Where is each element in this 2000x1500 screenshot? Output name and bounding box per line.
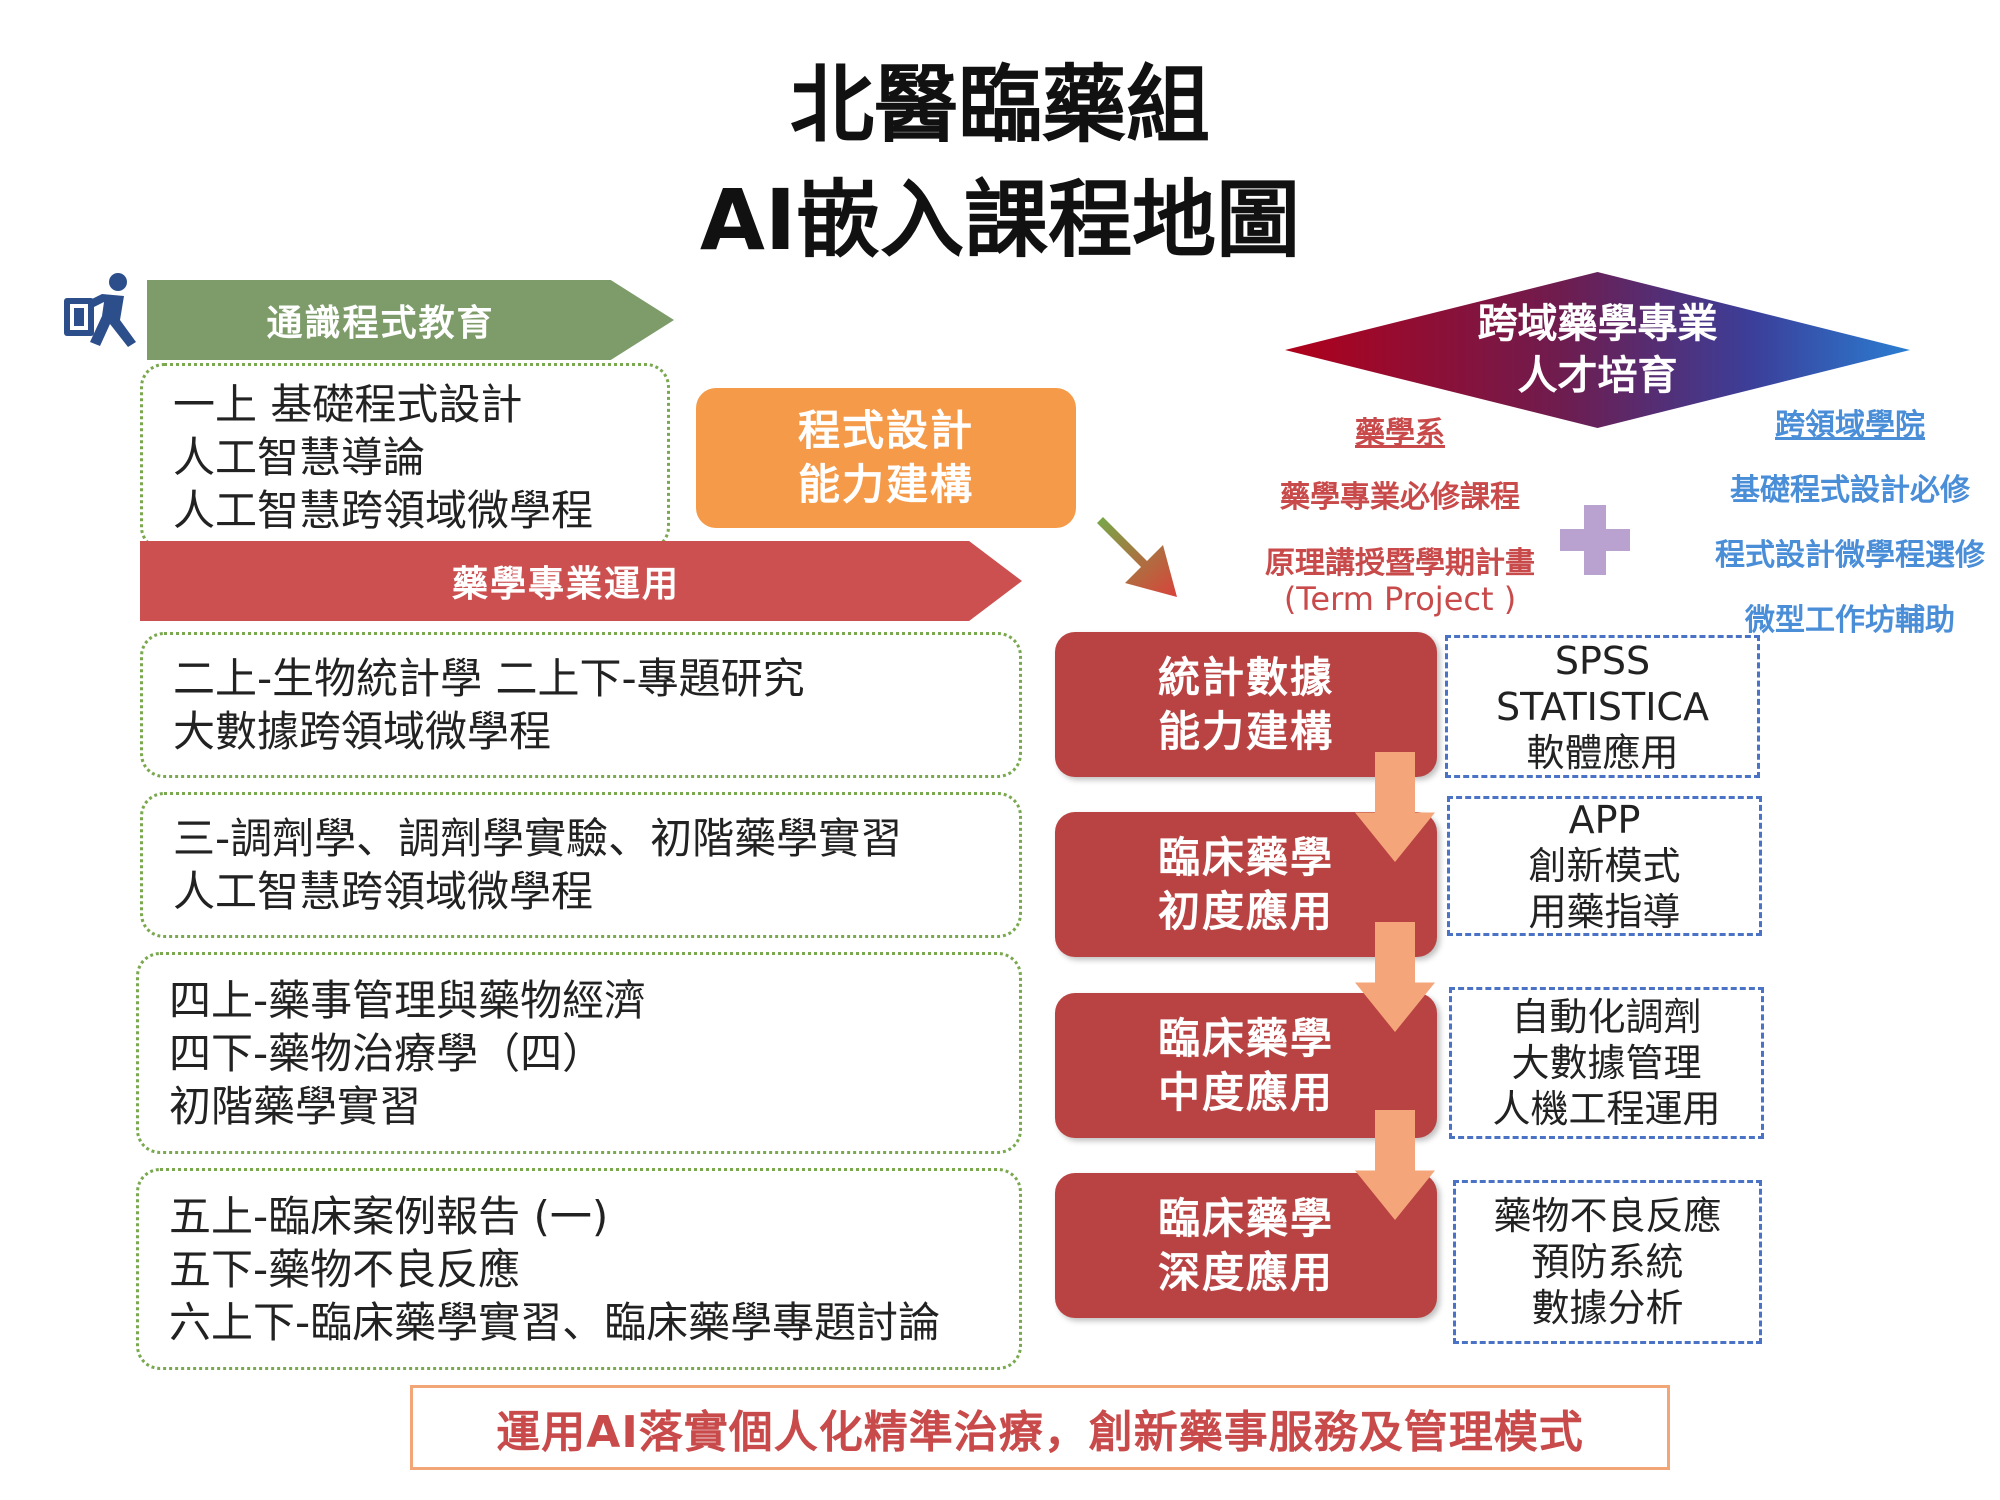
tool-line: 大數據管理: [1511, 1041, 1702, 1085]
stage-line: 初度應用: [1157, 886, 1334, 936]
course-line: 二上-生物統計學 二上下-專題研究: [173, 654, 805, 703]
diamond-line: 人才培育: [1517, 353, 1678, 399]
stage-line: 臨床藥學: [1157, 832, 1334, 882]
stage-box-initial: 臨床藥學 初度應用: [1055, 812, 1437, 957]
tool-line: 軟體應用: [1526, 730, 1679, 775]
title-line-2: AI嵌入課程地圖: [699, 171, 1301, 269]
course-box-year2: 二上-生物統計學 二上下-專題研究 大數據跨領域微學程: [140, 632, 1022, 778]
stage-line: 能力建構: [1157, 706, 1334, 756]
tool-line: 自動化調劑: [1511, 995, 1702, 1039]
course-line: 五上-臨床案例報告 (一): [169, 1191, 609, 1241]
programming-capability-box: 程式設計 能力建構: [696, 388, 1076, 528]
course-box-year1: 一上 基礎程式設計 人工智慧導論 人工智慧跨領域微學程: [140, 363, 670, 551]
tool-line: 創新模式: [1528, 844, 1681, 888]
running-person-icon: [64, 273, 136, 347]
course-line: 四下-藥物治療學（四）: [169, 1028, 605, 1078]
pharmacy-dept-item: 原理講授暨學期計畫: [1265, 546, 1535, 581]
stage-line: 中度應用: [1157, 1067, 1334, 1117]
tool-line: SPSS: [1554, 638, 1651, 683]
course-box-year4: 四上-藥事管理與藥物經濟 四下-藥物治療學（四） 初階藥學實習: [136, 952, 1022, 1154]
pharmacy-dept-item: 藥學專業必修課程: [1280, 480, 1520, 515]
general-education-label: 通識程式教育: [266, 303, 495, 344]
college-item: 基礎程式設計必修: [1730, 473, 1970, 508]
stage-box-intermediate: 臨床藥學 中度應用: [1055, 993, 1437, 1138]
stage-box-advanced: 臨床藥學 深度應用: [1055, 1173, 1437, 1318]
college-heading: 跨領域學院: [1775, 408, 1925, 443]
general-education-banner: 通識程式教育: [147, 280, 674, 360]
course-line: 一上 基礎程式設計: [173, 379, 523, 429]
tools-box-statistics: SPSS STATISTICA 軟體應用: [1445, 635, 1760, 778]
plus-icon: [1560, 505, 1630, 575]
tool-line: 用藥指導: [1528, 890, 1681, 934]
programming-line: 程式設計: [797, 406, 974, 455]
tool-line: STATISTICA: [1496, 684, 1709, 729]
tool-line: 預防系統: [1531, 1240, 1684, 1284]
title-line-1: 北醫臨藥組: [789, 56, 1210, 154]
course-line: 人工智慧跨領域微學程: [173, 485, 594, 535]
tool-line: 藥物不良反應: [1493, 1194, 1722, 1238]
course-box-year3: 三-調劑學、調劑學實驗、初階藥學實習 人工智慧跨領域微學程: [140, 792, 1022, 938]
diagonal-arrow-icon: [1085, 517, 1177, 597]
tools-box-initial: APP 創新模式 用藥指導: [1447, 796, 1762, 936]
course-line: 人工智慧跨領域微學程: [173, 867, 594, 916]
tool-line: 數據分析: [1531, 1286, 1684, 1330]
course-line: 人工智慧導論: [173, 432, 426, 482]
bottom-summary-text: 運用AI落實個人化精準治療，創新藥事服務及管理模式: [496, 1406, 1584, 1458]
tools-box-intermediate: 自動化調劑 大數據管理 人機工程運用: [1449, 987, 1764, 1139]
page-subtitle: AI嵌入課程地圖: [0, 165, 2000, 275]
pharmacy-dept-item: (Term Project ): [1283, 580, 1517, 618]
pharmacy-application-label: 藥學專業運用: [451, 564, 680, 605]
course-line: 三-調劑學、調劑學實驗、初階藥學實習: [173, 814, 903, 863]
course-line: 大數據跨領域微學程: [173, 707, 552, 756]
pharmacy-application-banner: 藥學專業運用: [140, 541, 1022, 621]
course-line: 六上下-臨床藥學實習、臨床藥學專題討論: [169, 1297, 941, 1347]
bottom-summary-banner: 運用AI落實個人化精準治療，創新藥事服務及管理模式: [410, 1385, 1670, 1470]
stage-line: 臨床藥學: [1157, 1193, 1334, 1243]
diamond-line: 跨域藥學專業: [1477, 301, 1718, 347]
pharmacy-dept-heading: 藥學系: [1355, 416, 1445, 451]
page-title: 北醫臨藥組: [0, 50, 2000, 160]
college-item: 微型工作坊輔助: [1745, 603, 1955, 638]
course-box-year5: 五上-臨床案例報告 (一) 五下-藥物不良反應 六上下-臨床藥學實習、臨床藥學專…: [136, 1168, 1022, 1370]
tools-box-advanced: 藥物不良反應 預防系統 數據分析: [1453, 1180, 1762, 1344]
course-line: 四上-藥事管理與藥物經濟: [169, 975, 647, 1025]
programming-line: 能力建構: [797, 460, 974, 509]
course-line: 初階藥學實習: [169, 1081, 422, 1131]
course-line: 五下-藥物不良反應: [169, 1244, 521, 1294]
tool-line: APP: [1568, 798, 1641, 842]
stage-line: 臨床藥學: [1157, 1013, 1334, 1063]
tool-line: 人機工程運用: [1492, 1087, 1721, 1131]
stage-line: 深度應用: [1157, 1247, 1334, 1297]
stage-box-statistics: 統計數據 能力建構: [1055, 632, 1437, 777]
college-item: 程式設計微學程選修: [1715, 538, 1985, 573]
stage-line: 統計數據: [1157, 652, 1334, 702]
